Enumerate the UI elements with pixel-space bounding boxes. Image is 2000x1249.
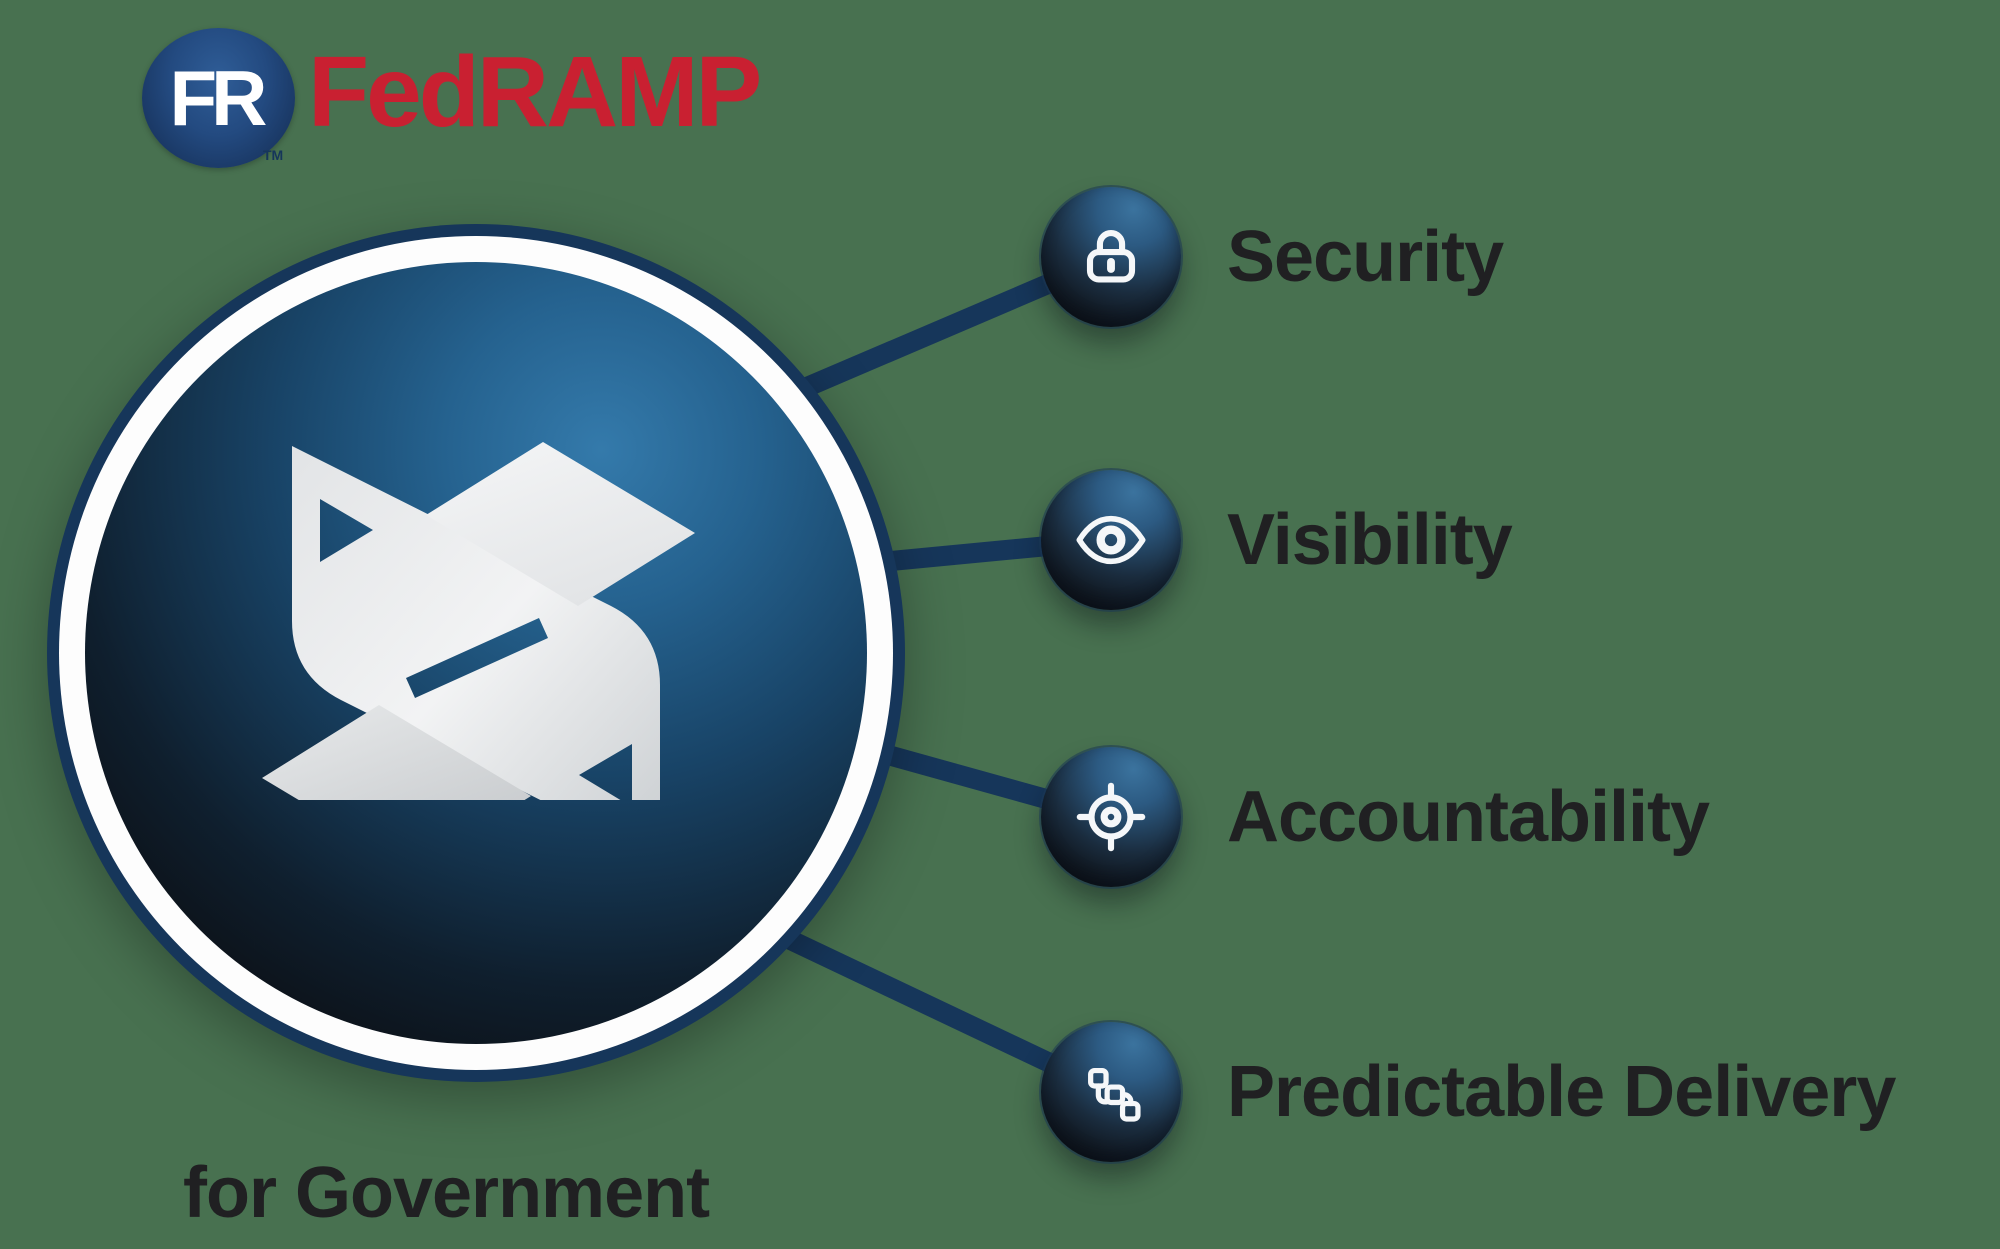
feature-label-accountability: Accountability bbox=[1227, 777, 1710, 857]
fedramp-wordmark: FedRAMP bbox=[308, 36, 762, 148]
feature-badge-security bbox=[1041, 187, 1181, 327]
lock-icon bbox=[1086, 230, 1136, 283]
s-top-rhombus bbox=[426, 442, 695, 606]
fedramp-monogram-badge: FR bbox=[142, 28, 295, 168]
feature-row-predictable-delivery: Predictable Delivery bbox=[1041, 1022, 1896, 1162]
hub-circle bbox=[47, 224, 905, 1082]
s-ribbon-logo bbox=[262, 442, 695, 800]
feature-row-security: Security bbox=[1041, 187, 1504, 327]
target-icon bbox=[1076, 782, 1146, 852]
workflow-icon bbox=[1088, 1067, 1141, 1122]
feature-row-accountability: Accountability bbox=[1041, 747, 1710, 887]
hub-caption: for Government bbox=[183, 1153, 710, 1233]
feature-badge-predictable-delivery bbox=[1041, 1022, 1181, 1162]
feature-badge-visibility bbox=[1041, 470, 1181, 610]
feature-row-visibility: Visibility bbox=[1041, 470, 1513, 610]
feature-label-predictable-delivery: Predictable Delivery bbox=[1227, 1052, 1896, 1132]
hub-core-gradient bbox=[85, 262, 867, 1044]
s-bottom-rhombus bbox=[262, 705, 531, 800]
feature-badge-accountability bbox=[1041, 747, 1181, 887]
eye-icon bbox=[1076, 515, 1146, 565]
feature-label-visibility: Visibility bbox=[1227, 500, 1513, 580]
fedramp-monogram-text: FR bbox=[169, 54, 268, 142]
feature-label-security: Security bbox=[1227, 217, 1504, 297]
trademark-mark: TM bbox=[263, 147, 284, 163]
